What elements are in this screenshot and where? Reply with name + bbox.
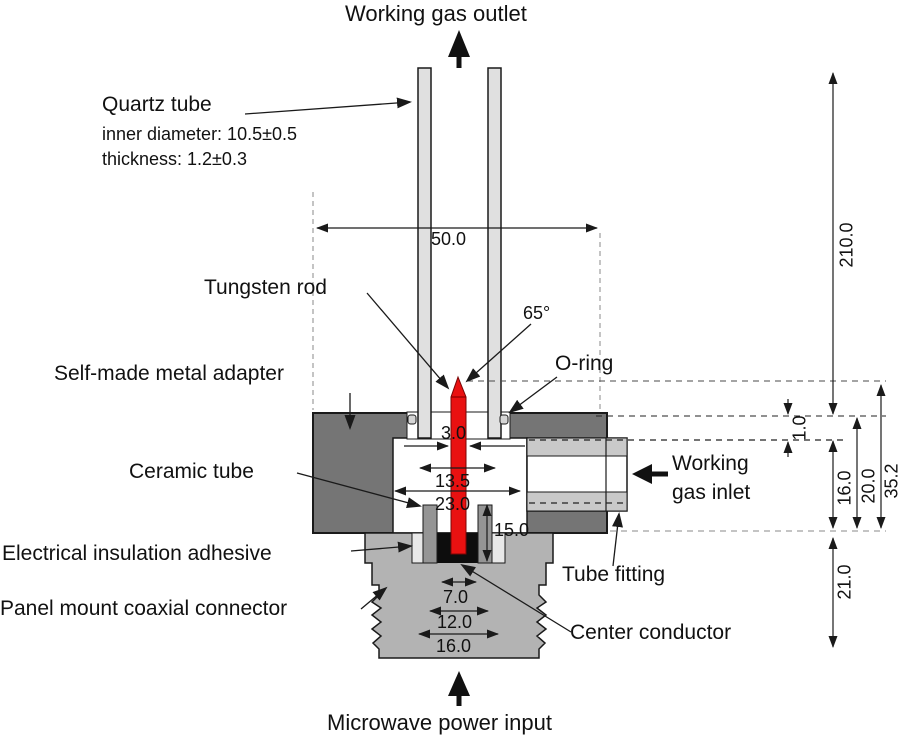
dashed-reference-lines bbox=[312, 192, 886, 532]
panel-mount-connector-label: Panel mount coaxial connector bbox=[0, 597, 288, 620]
working-gas-inlet-line2: gas inlet bbox=[672, 481, 751, 504]
microwave-input-arrow bbox=[448, 671, 470, 706]
tube-fitting-shape bbox=[526, 437, 628, 512]
quartz-tube-label: Quartz tube bbox=[102, 93, 212, 116]
o-ring-shape bbox=[407, 414, 509, 425]
dim-21: 21.0 bbox=[834, 564, 855, 600]
leader-lines bbox=[244, 97, 623, 633]
quartz-tube-shape bbox=[417, 67, 502, 439]
dim-3: 3.0 bbox=[441, 423, 467, 443]
metal-adapter-label: Self-made metal adapter bbox=[54, 362, 284, 385]
tungsten-rod-shape bbox=[450, 375, 467, 555]
dim-20: 20.0 bbox=[858, 468, 879, 504]
quartz-thickness-label: thickness: 1.2±0.3 bbox=[102, 149, 247, 169]
ceramic-tube-label: Ceramic tube bbox=[129, 460, 254, 483]
dim-12: 12.0 bbox=[437, 612, 473, 632]
dim-13-5: 13.5 bbox=[435, 471, 471, 491]
microwave-power-input-label: Microwave power input bbox=[327, 710, 552, 735]
dim-1: 1.0 bbox=[789, 415, 810, 441]
working-gas-inlet-line1: Working bbox=[672, 452, 749, 475]
angle-label: 65° bbox=[523, 303, 551, 323]
electrical-insulation-label: Electrical insulation adhesive bbox=[2, 542, 272, 565]
dim-23: 23.0 bbox=[435, 494, 471, 514]
working-gas-outlet-label: Working gas outlet bbox=[345, 1, 527, 26]
gas-inlet-arrow bbox=[632, 464, 668, 484]
gas-outlet-arrow bbox=[448, 30, 470, 68]
dim-16-side: 16.0 bbox=[834, 470, 855, 506]
dim-16-bottom: 16.0 bbox=[436, 636, 472, 656]
tube-fitting-label: Tube fitting bbox=[562, 563, 666, 586]
working-gas-inlet-label: Working gas inlet bbox=[672, 449, 750, 507]
dimension-lines bbox=[316, 72, 886, 648]
dim-7: 7.0 bbox=[443, 587, 469, 607]
dim-35-2: 35.2 bbox=[881, 463, 900, 499]
o-ring-label: O-ring bbox=[555, 352, 614, 375]
tungsten-rod-label: Tungsten rod bbox=[204, 276, 327, 299]
dim-210: 210.0 bbox=[836, 222, 857, 268]
dim-50: 50.0 bbox=[431, 229, 467, 249]
quartz-inner-diameter-label: inner diameter: 10.5±0.5 bbox=[102, 124, 297, 144]
dim-15: 15.0 bbox=[494, 520, 530, 540]
center-conductor-label: Center conductor bbox=[570, 621, 732, 644]
